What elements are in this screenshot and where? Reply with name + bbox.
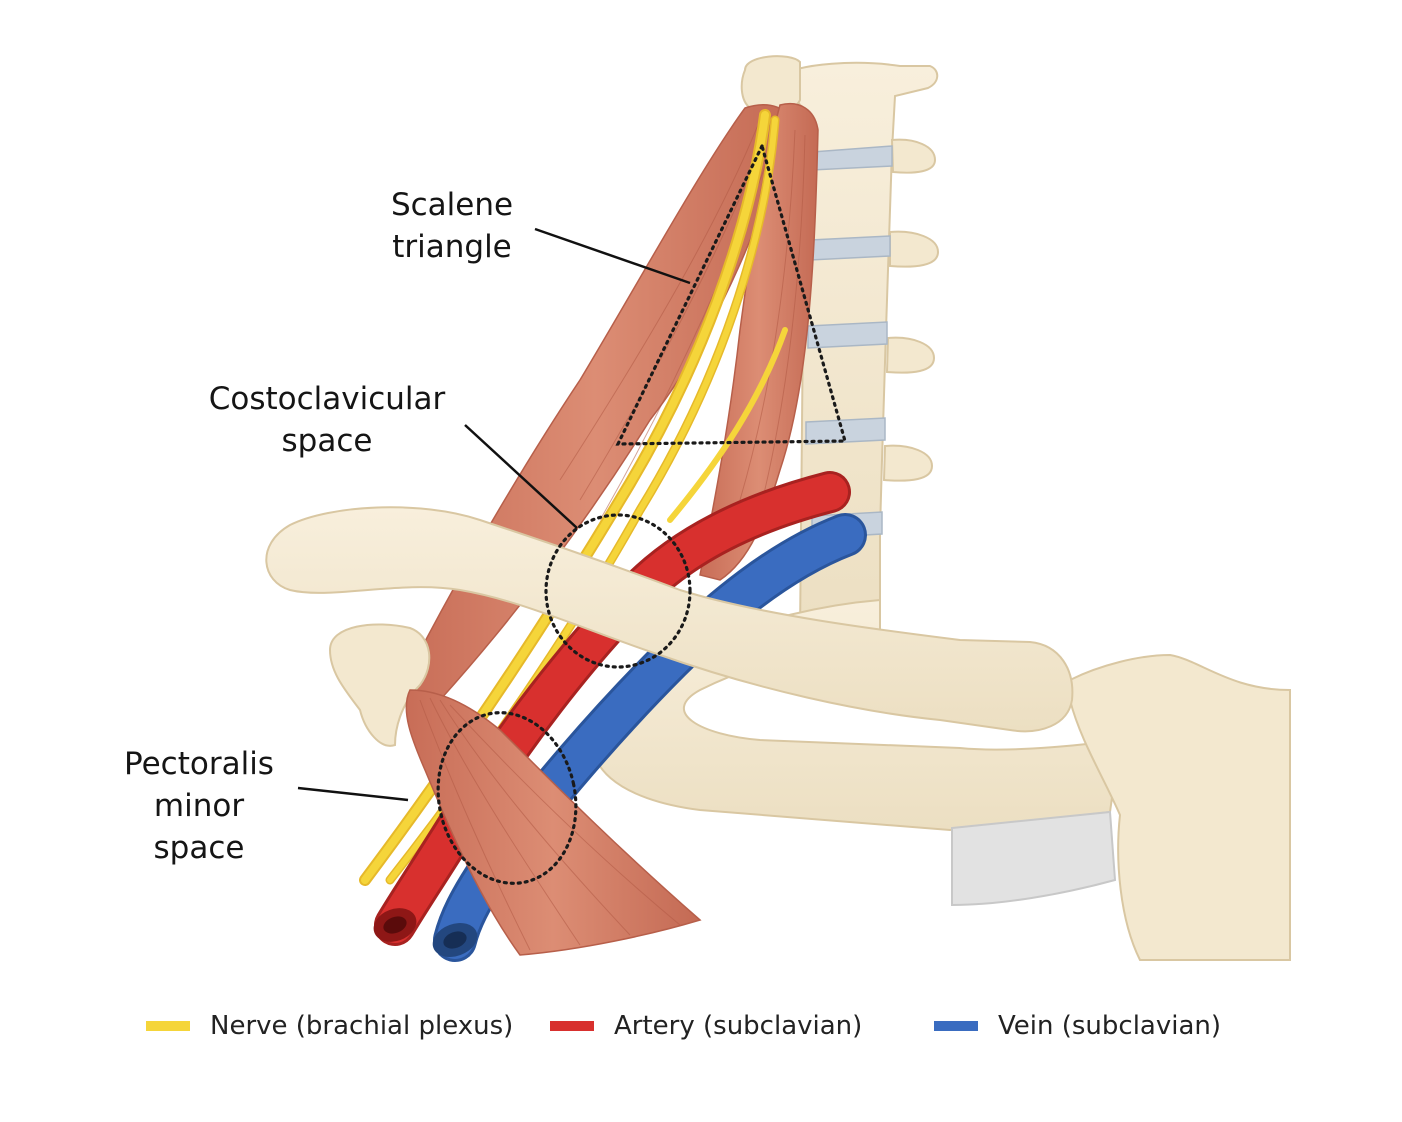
label-line: space: [153, 830, 245, 866]
manubrium: [1069, 653, 1291, 961]
legend-label: Vein (subclavian): [998, 1011, 1222, 1041]
leader-lines: [297, 227, 691, 802]
pectoralis-minor-muscle: [405, 689, 702, 956]
coracoid-process: [328, 623, 431, 747]
costoclavicular-space-label: Costoclavicular space: [196, 378, 458, 462]
subclavian-vein: [432, 513, 867, 962]
legend-label: Artery (subclavian): [614, 1011, 863, 1041]
subclavian-artery: [373, 471, 851, 946]
pectoralis-minor-space-label: Pectoralis minor space: [110, 743, 288, 869]
scalene-triangle-outline: [615, 141, 848, 446]
label-line: Scalene: [390, 187, 514, 223]
legend-item-nerve: Nerve (brachial plexus): [146, 1008, 513, 1044]
clavicle: [265, 506, 1074, 733]
scalene-triangle-label: Scalene triangle: [372, 184, 532, 268]
legend-swatch-vein: [934, 1021, 978, 1031]
legend-swatch-artery: [550, 1021, 594, 1031]
compression-zones: [436, 141, 848, 885]
label-line: Costoclavicular: [208, 381, 446, 417]
legend-item-vein: Vein (subclavian): [934, 1008, 1221, 1044]
label-line: minor: [153, 788, 245, 824]
legend-item-artery: Artery (subclavian): [550, 1008, 862, 1044]
legend-swatch-nerve: [146, 1021, 190, 1031]
legend-label: Nerve (brachial plexus): [210, 1011, 514, 1041]
costoclavicular-outline: [544, 513, 692, 669]
label-line: triangle: [392, 229, 512, 265]
label-line: space: [281, 423, 373, 459]
label-line: Pectoralis: [124, 746, 274, 782]
pectoralis-minor-outline: [436, 711, 578, 885]
